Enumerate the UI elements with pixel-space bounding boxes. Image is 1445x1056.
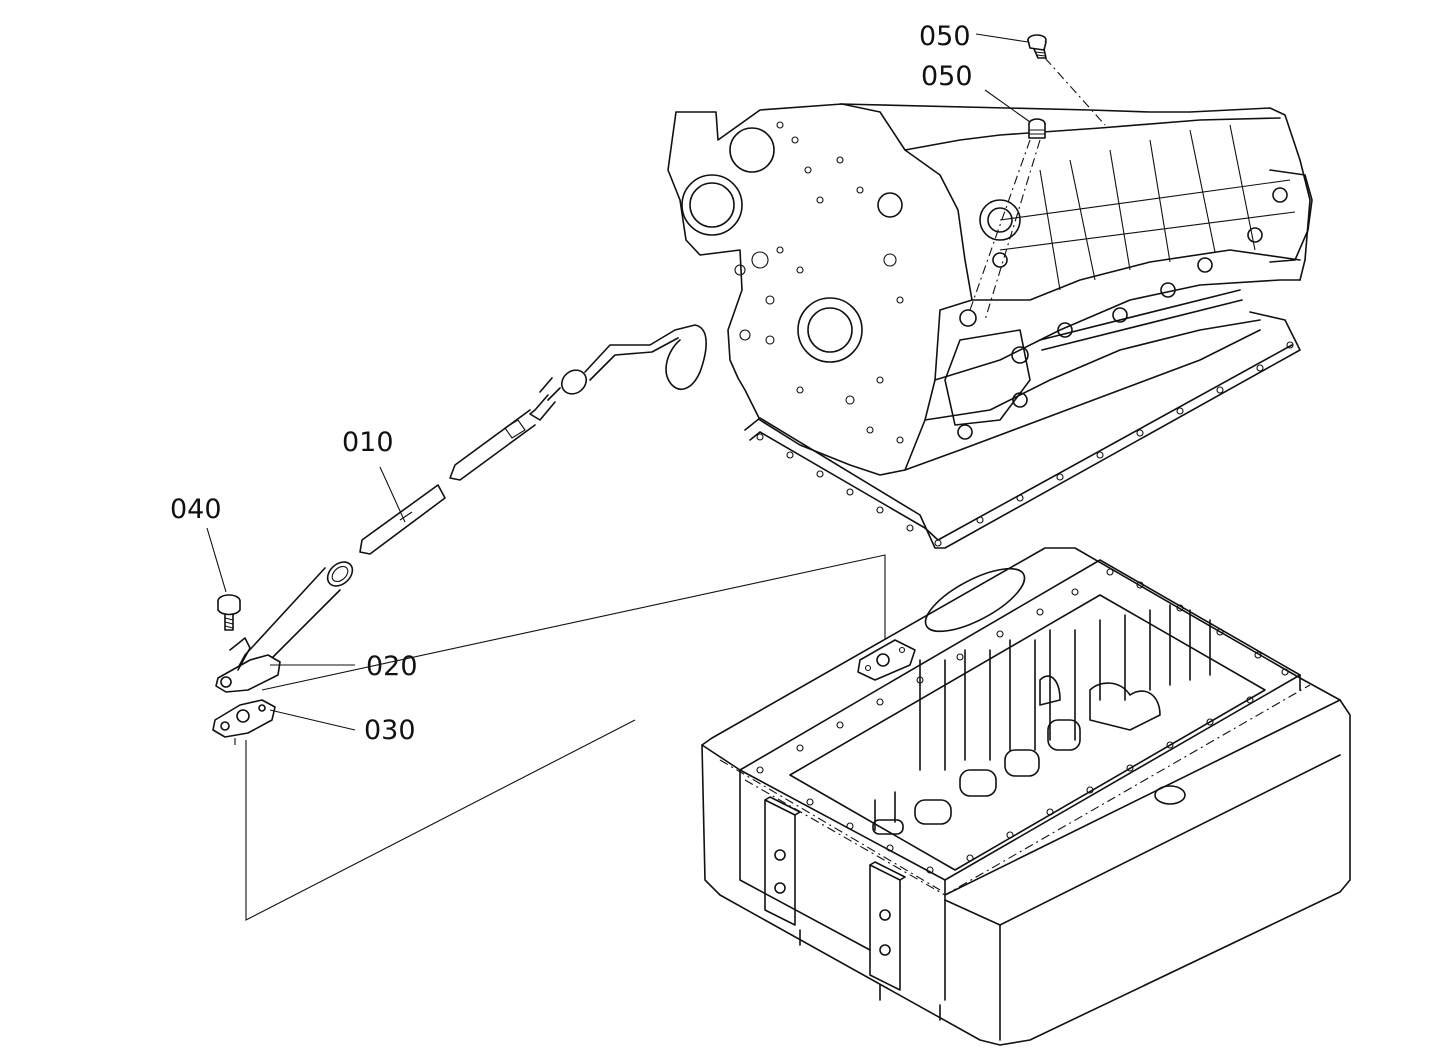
oil-pan (701, 547, 1351, 1046)
gasket (212, 699, 276, 738)
plug-upper (1027, 34, 1047, 59)
engine-block (667, 103, 1313, 549)
bolt (217, 594, 241, 631)
dipstick (359, 324, 707, 555)
callout-010: 010 (342, 427, 394, 458)
leader-lines (206, 33, 1106, 921)
callout-040: 040 (170, 494, 222, 525)
guide-tube (215, 561, 354, 693)
callout-020: 020 (366, 651, 418, 682)
callout-050-upper: 050 (919, 21, 971, 52)
callout-030: 030 (364, 715, 416, 746)
plug-lower (1028, 118, 1046, 139)
callout-050-lower: 050 (921, 61, 973, 92)
